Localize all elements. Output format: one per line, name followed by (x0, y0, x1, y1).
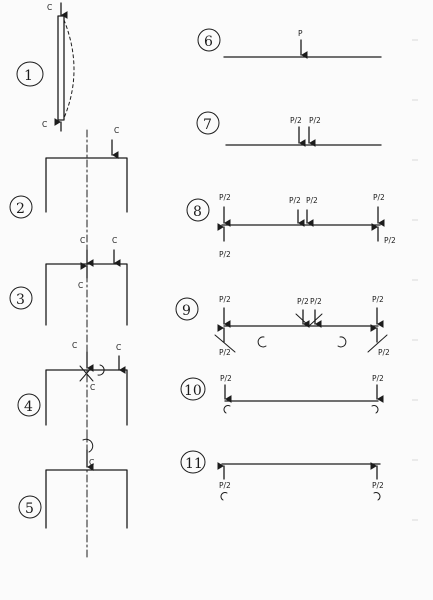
label-text: P/2 (306, 196, 318, 205)
panel-5: 5 C (18, 429, 128, 561)
label-text: C (47, 3, 52, 12)
label-text: P/2 (372, 481, 384, 490)
sketch-stroke (308, 313, 323, 327)
label-text: P/2 (309, 116, 321, 125)
panel-9: 9 P/2 P/2 P/2 P/2 P/2 P/2 (175, 295, 390, 357)
sketch-stroke (18, 495, 42, 519)
label-text: C (112, 236, 117, 245)
panel-4: 4 C C C (17, 341, 128, 449)
buckled-shape (63, 19, 75, 119)
cross-mark (79, 365, 94, 382)
sketch-stroke (367, 334, 388, 353)
panel-number: 1 (24, 68, 33, 84)
label-text: P/2 (310, 297, 322, 306)
label-text: P/2 (219, 193, 231, 202)
moment-arc-right (337, 336, 347, 348)
panel-11: 11 P/2 P/2 (180, 450, 384, 501)
moment-arc-right (373, 492, 381, 501)
label-text: C (42, 120, 47, 129)
panel-3: 3 C C C (9, 236, 128, 346)
label-text: P/2 (372, 374, 384, 383)
sketch-stroke (9, 286, 33, 310)
moment-arc (97, 364, 105, 376)
label-text: P/2 (384, 236, 396, 245)
label-text: 7 (203, 117, 212, 133)
panel-10: 10 P/2 P/2 (180, 374, 384, 414)
label-text: P/2 (372, 295, 384, 304)
label-text: C (78, 281, 83, 290)
label-text: P/2 (219, 481, 231, 490)
column (57, 15, 65, 121)
label-text: C (80, 236, 85, 245)
margin-ticks (412, 39, 418, 521)
label-text: P/2 (297, 297, 309, 306)
sketch-stroke (180, 450, 206, 474)
panel-7: 7 P/2 P/2 (196, 111, 382, 147)
moment-arc-left (257, 336, 267, 348)
moment-arc (82, 438, 94, 453)
panel-1: 1 C C (16, 2, 75, 132)
panel-8: 8 P/2 P/2 P/2 P/2 P/2 P/2 (186, 193, 396, 259)
label-text: 4 (24, 399, 33, 415)
label-text: C (89, 458, 94, 467)
moment-arc-right (371, 405, 379, 414)
label-text: P/2 (378, 348, 390, 357)
panel-6: 6 P (197, 28, 382, 59)
sketch-stroke (17, 393, 41, 417)
label-text: 3 (16, 292, 25, 308)
moment-arc-left (223, 405, 231, 414)
label-text: P/2 (219, 295, 231, 304)
sketch-stroke (175, 297, 199, 321)
moment-arc-left (220, 492, 228, 501)
label-text: C (72, 341, 77, 350)
sketch-stroke (295, 313, 310, 327)
label-text: C (90, 383, 95, 392)
sketch-stroke (9, 195, 33, 219)
label-text: C (114, 126, 119, 135)
label-text: 5 (25, 501, 34, 517)
label-text: P/2 (219, 348, 231, 357)
sketch-stroke (180, 377, 206, 401)
label-text: 6 (204, 34, 213, 50)
label-text: 8 (193, 204, 202, 220)
sketch-stroke (214, 334, 236, 353)
sketch-stroke (186, 198, 210, 222)
label-text: 2 (16, 201, 25, 217)
label-text: P/2 (219, 250, 231, 259)
label-text: P (298, 29, 303, 38)
sketch-stroke (16, 61, 44, 87)
label-text: 10 (184, 383, 202, 399)
label-text: 11 (185, 456, 203, 472)
label-text: P/2 (373, 193, 385, 202)
frame (45, 157, 128, 213)
label-text: 9 (182, 303, 191, 319)
panel-2: 2 C (9, 126, 128, 246)
sketch-stroke (197, 28, 221, 52)
label-text: P/2 (290, 116, 302, 125)
label-text: P/2 (289, 196, 301, 205)
label-text: P/2 (220, 374, 232, 383)
sketch-stroke (196, 111, 220, 135)
label-text: C (116, 343, 121, 352)
